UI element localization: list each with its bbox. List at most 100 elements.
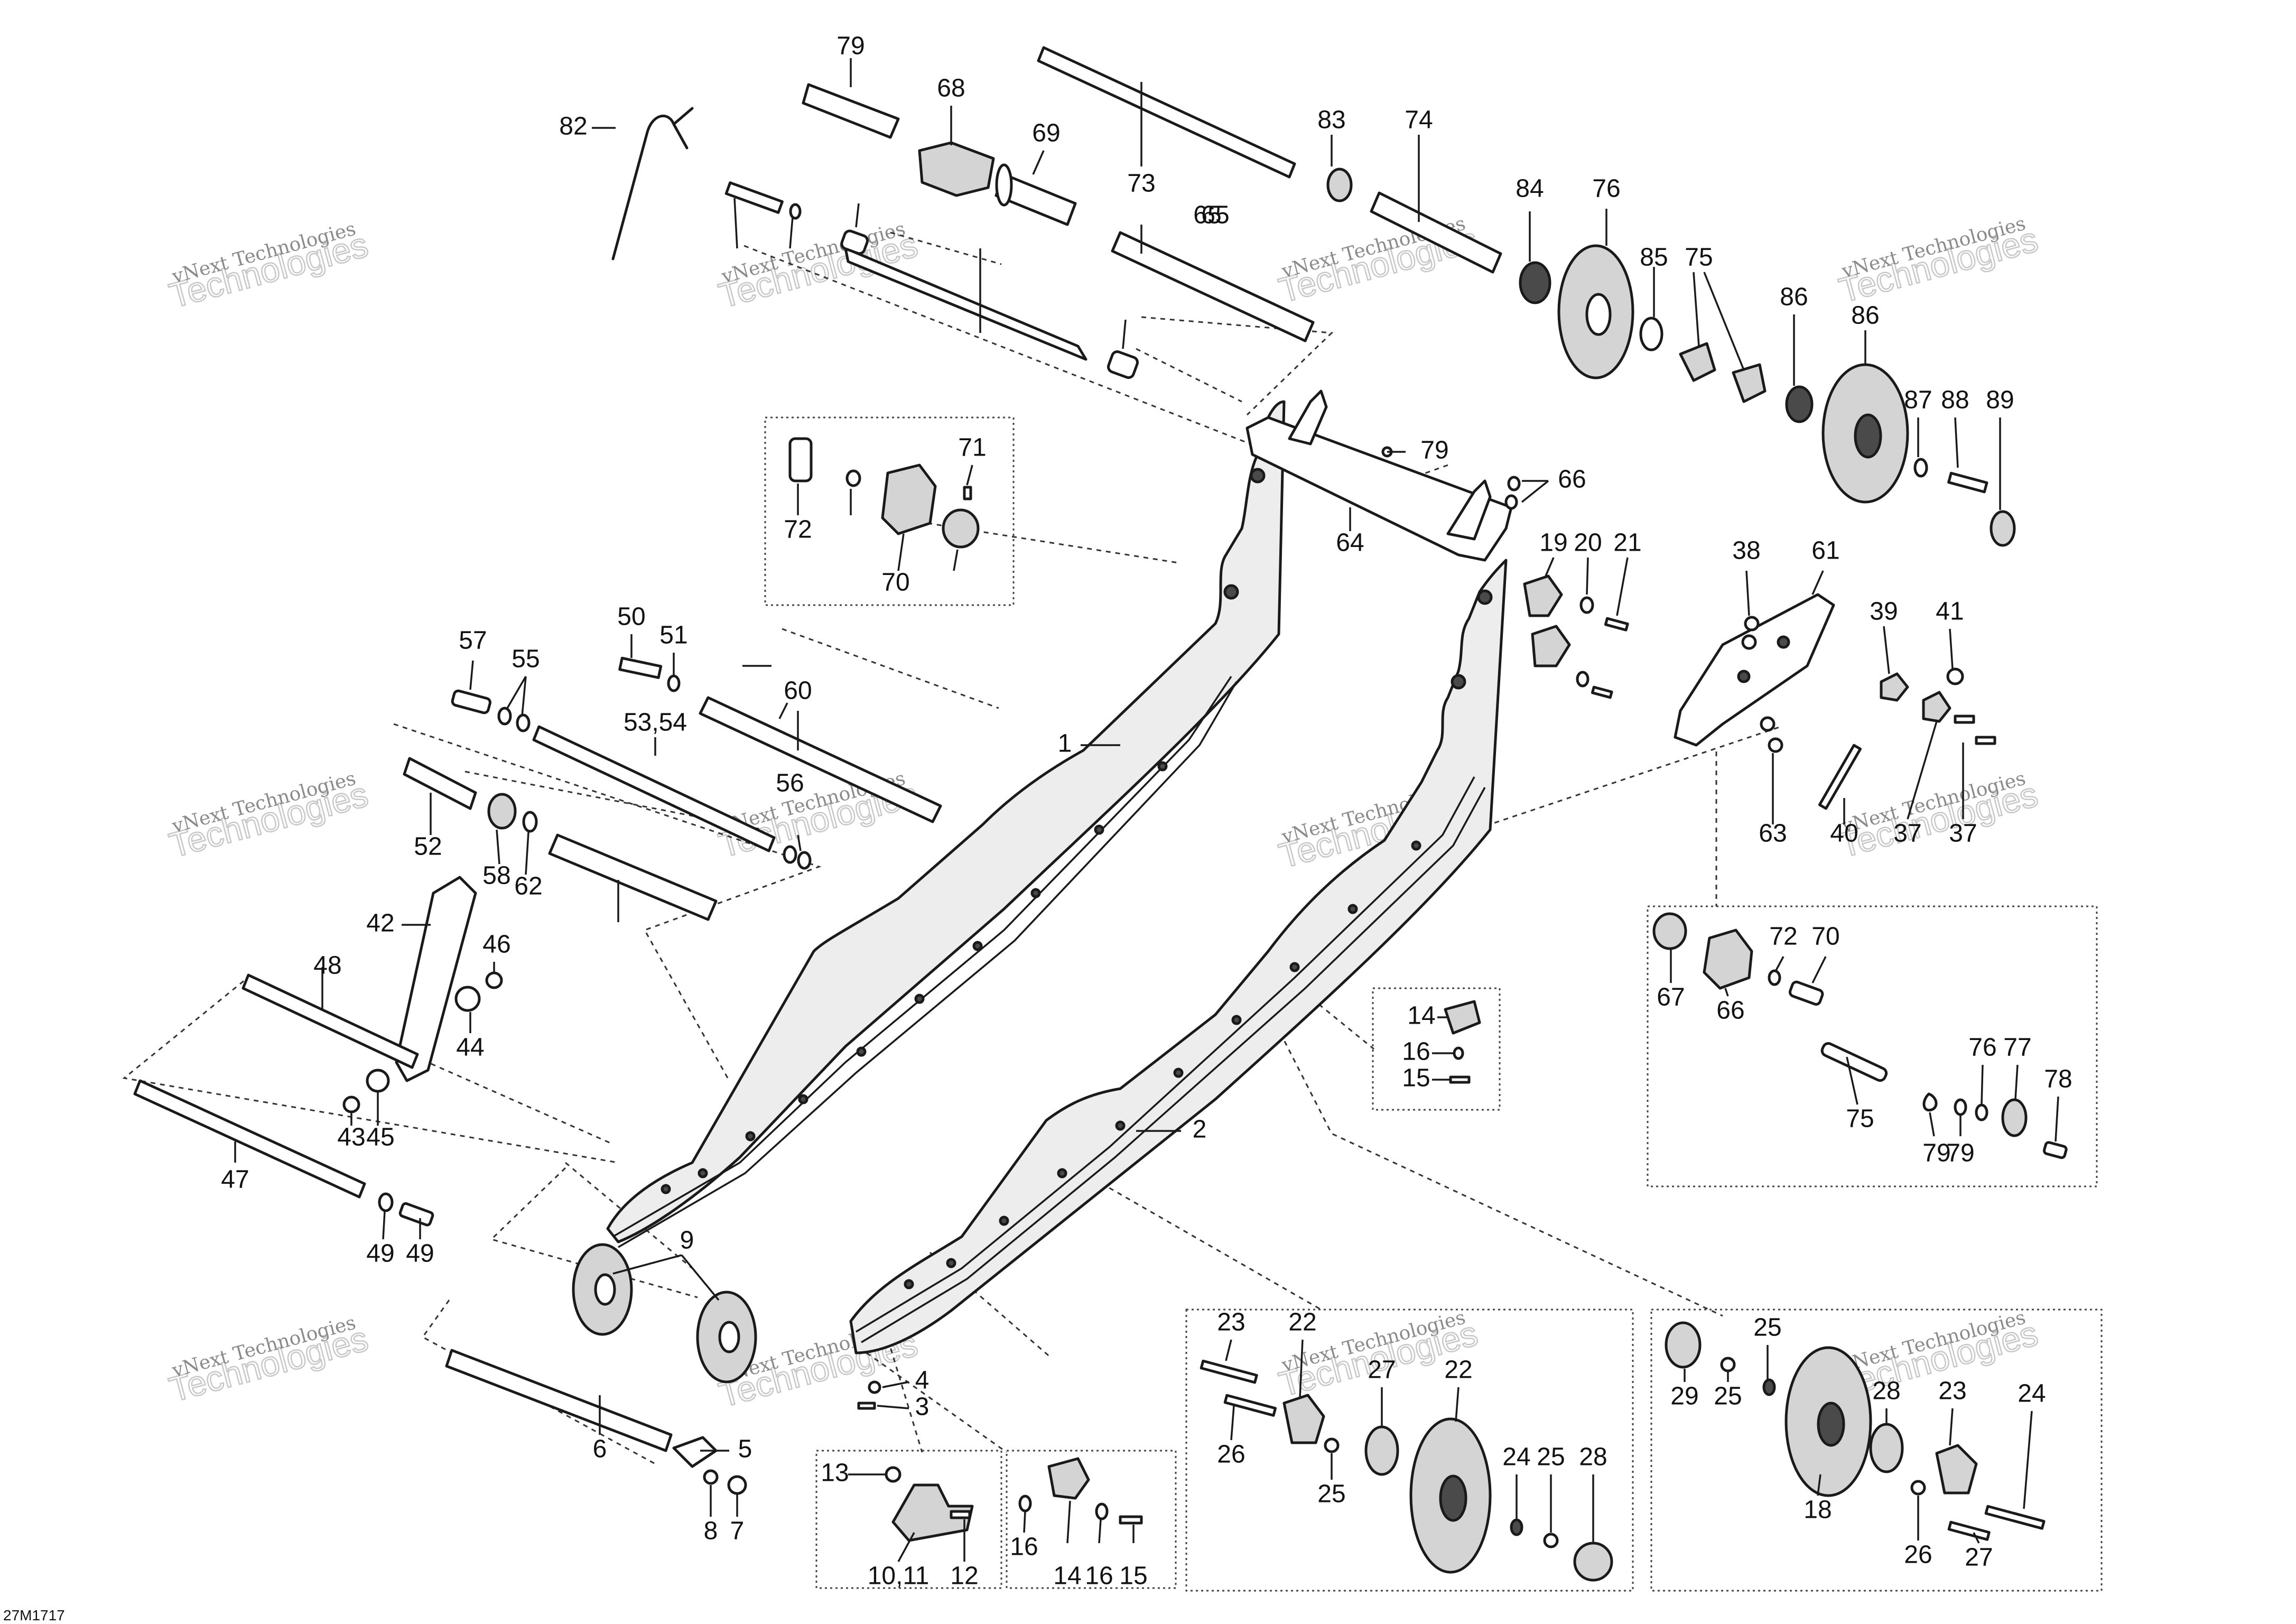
callout-label: 85 [1640,244,1668,272]
assembly-lines [122,231,1781,1465]
pin-69 [1820,1042,1888,1082]
nut-25-c [1720,1357,1736,1372]
callout-label: 89 [1986,386,2014,414]
bolt-30-b [1975,736,1996,745]
detail-box-14-16 [1372,987,1501,1111]
tube-68 [802,83,900,139]
bolt-23-a [1200,1359,1258,1384]
washer-66 [845,469,861,487]
stopper-17 [1523,574,1563,617]
stopper-17-b [1531,625,1571,667]
callout-label: 76 [1592,175,1620,203]
bolt-44 [618,656,663,679]
callout-label: 58 [482,862,510,890]
callout-label: 16 [1010,1533,1038,1561]
washer-27-b [1869,1423,1904,1473]
bolt-65 [788,437,813,482]
callout-label: 40 [1830,820,1858,848]
callout-label: 53,54 [624,709,687,737]
upper-assembly [611,46,2016,562]
bolt-88 [724,181,784,214]
axle-bracket-arm-right [1446,479,1492,541]
washer-49-b [516,713,531,732]
callout-label: 16 [1402,1038,1430,1066]
callout-label: 82 [559,113,587,141]
spring-wire-89 [611,107,694,261]
lower-left-assembly [445,1243,881,1495]
bolt-19-b [1591,685,1613,699]
detail-box-21-28 [1185,1309,1634,1592]
tube-48 [403,757,477,810]
wheel-71 [2001,1098,2028,1137]
callout-label: 25 [1753,1314,1781,1342]
nut-38 [485,971,503,989]
spacer-86-bottom [1107,350,1139,379]
bushing-62 [881,463,937,535]
detail-14-16-lower-parts [1018,1457,1143,1525]
watermark: Technologies vNext Technologies [714,218,922,315]
tube-60-flange [995,163,1013,207]
washer-37-b [366,1069,390,1093]
callout-label: 10,11 [868,1562,929,1590]
nut-34 [1946,667,1964,685]
callout-label: 2 [1193,1116,1207,1144]
callout-label: 28 [1872,1377,1900,1405]
callout-label: 46 [482,931,510,959]
washer-16-c [1095,1502,1109,1520]
block-22-b [1935,1444,1978,1495]
bolt-56-b [1768,737,1783,753]
washer-66-b [1768,969,1781,986]
nut-31-b [1741,634,1757,650]
washer-27-a [1364,1425,1399,1476]
washer-70 [1975,1103,1988,1121]
wheel-21-hub [1439,1474,1467,1522]
rail-holes [904,589,1493,1289]
washer-79-top [1326,168,1353,202]
washer-49-d [797,851,812,870]
washer-24-b [1762,1378,1776,1396]
callout-label: 14 [1407,1002,1435,1030]
nut-13 [885,1466,901,1483]
detail-box-20-28 [1650,1309,2103,1592]
detail-boxes [764,416,2103,1592]
leader-lines [234,58,2059,1562]
callout-label: 79 [1420,437,1448,465]
callout-label: 70 [881,569,909,597]
callout-label: 23 [1217,1309,1245,1337]
callout-label: 78 [2044,1065,2072,1093]
callout-label: 18 [1804,1496,1832,1524]
watermark: Technologies vNext Technologies [714,767,922,865]
bushing-46 [487,793,517,830]
bolt-23-b [1984,1505,2046,1530]
callout-label: 28 [1579,1443,1607,1471]
callout-label: 62 [514,873,542,901]
callout-label: 4 [915,1367,929,1395]
bolt-50 [451,689,491,714]
callout-label: 71 [958,434,986,462]
callout-label: 74 [1405,106,1433,134]
callout-label: 64 [1336,529,1364,557]
callout-label: 66 [1716,997,1744,1025]
callout-label: 25 [1537,1443,1565,1471]
detail-10-13-parts [885,1466,974,1542]
callout-label: 25 [1317,1480,1345,1508]
spacer-86-top [840,229,869,255]
washer-42 [378,1192,394,1212]
watermark: Technologies vNext Technologies [164,767,373,865]
stopper-14-a [1444,1000,1481,1035]
idler-wheel-9-b-hub [718,1321,740,1353]
callout-label: 72 [1769,923,1797,951]
callout-label: 26 [1217,1441,1245,1469]
end-cap-59 [918,141,995,197]
callout-label: 23 [1938,1377,1966,1405]
callout-label: 83 [1317,106,1345,134]
bolt-41 [398,1202,434,1227]
callout-label: 79 [836,32,865,60]
bolt-15-a [1449,1075,1471,1084]
callout-label: 72 [784,516,812,544]
washer-16-b [1018,1495,1032,1512]
bolt-65-b [1788,980,1824,1006]
callout-label: 57 [459,627,487,655]
stopper-14-b [1047,1457,1090,1500]
callout-label: 44 [456,1034,484,1062]
